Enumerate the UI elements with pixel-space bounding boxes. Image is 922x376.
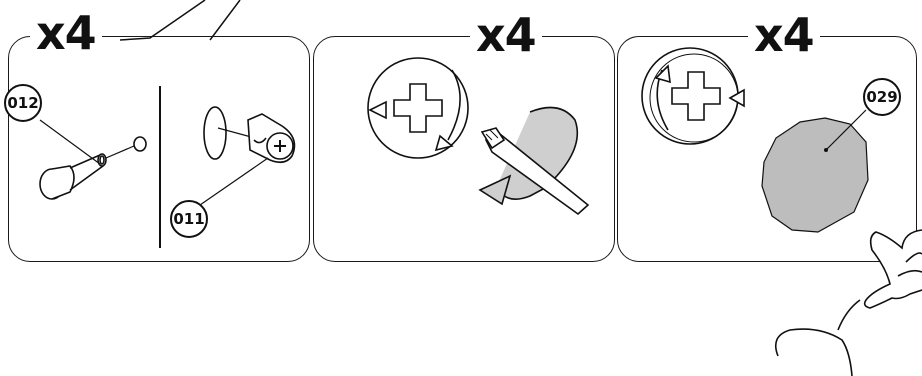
cam-lock-icon: [204, 107, 294, 162]
quantity-label-step-1: x4: [30, 10, 102, 56]
cover-cap-icon: [762, 118, 868, 232]
hand-icon: [776, 230, 922, 376]
part-number-badge-011: 011: [170, 200, 208, 238]
dowel-icon: [40, 137, 146, 199]
leader-line-011: [200, 158, 268, 205]
previous-step-callout-lines: [120, 0, 240, 40]
screw-head-icon: [368, 58, 468, 158]
quantity-label-step-2: x4: [470, 12, 542, 58]
leader-line-012: [40, 120, 100, 164]
part-number-badge-012: 012: [4, 84, 42, 122]
part-number-badge-029: 029: [863, 78, 901, 116]
screw-head-icon-2: [642, 48, 744, 144]
quantity-label-step-3: x4: [748, 12, 820, 58]
